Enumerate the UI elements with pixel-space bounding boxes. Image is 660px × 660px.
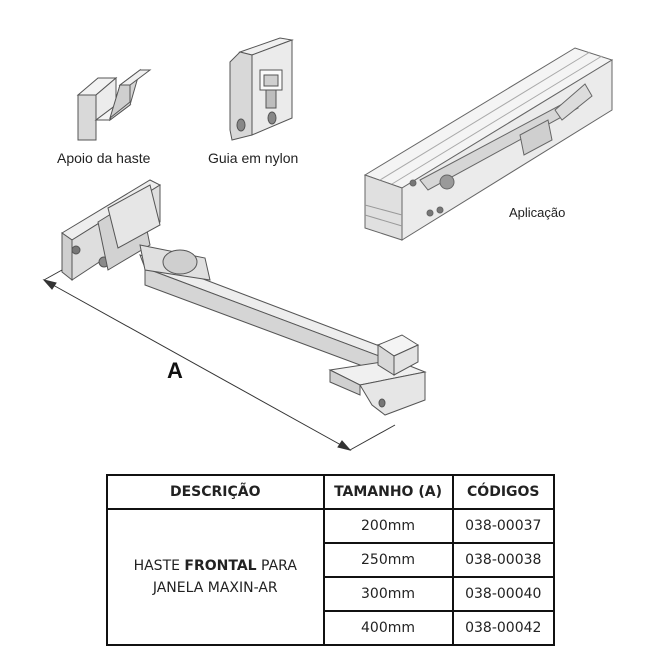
dimension-label-a: A bbox=[167, 358, 183, 383]
table-row: 250mm 038-00038 bbox=[107, 542, 556, 578]
description-cell: HASTE FRONTAL PARA JANELA MAXIN-AR bbox=[106, 508, 325, 646]
header-tamanho: TAMANHO (A) bbox=[322, 474, 454, 510]
caption-guia-em-nylon: Guia em nylon bbox=[208, 150, 299, 166]
description-prefix: HASTE bbox=[133, 558, 185, 574]
size-cell: 250mm bbox=[322, 542, 454, 578]
size-cell: 300mm bbox=[322, 576, 454, 612]
size-cell: 200mm bbox=[322, 508, 454, 544]
description-bold: FRONTAL bbox=[184, 558, 257, 574]
aplicacao-drawing bbox=[363, 47, 614, 241]
table-row: 300mm 038-00040 bbox=[107, 576, 556, 612]
caption-aplicacao: Aplicação bbox=[509, 205, 566, 220]
table-header-row: DESCRIÇÃO TAMANHO (A) CÓDIGOS bbox=[106, 474, 556, 510]
caption-apoio-da-haste: Apoio da haste bbox=[57, 150, 151, 166]
code-cell: 038-00037 bbox=[451, 508, 556, 544]
header-codigos: CÓDIGOS bbox=[451, 474, 556, 510]
product-illustrations bbox=[42, 37, 614, 451]
description-line2: JANELA MAXIN-AR bbox=[152, 580, 278, 596]
dimension-line-a bbox=[42, 269, 396, 451]
header-descricao: DESCRIÇÃO bbox=[106, 474, 325, 510]
haste-drawing bbox=[61, 179, 427, 416]
code-cell: 038-00042 bbox=[451, 610, 556, 646]
code-cell: 038-00040 bbox=[451, 576, 556, 612]
apoio-da-haste-drawing bbox=[76, 68, 152, 141]
guia-em-nylon-drawing bbox=[229, 37, 294, 141]
table-row: 400mm 038-00042 bbox=[107, 610, 556, 646]
size-cell: 400mm bbox=[322, 610, 454, 646]
product-spec-table: DESCRIÇÃO TAMANHO (A) CÓDIGOS HASTE FRON… bbox=[106, 474, 556, 646]
code-cell: 038-00038 bbox=[451, 542, 556, 578]
description-suffix: PARA bbox=[256, 558, 297, 574]
table-row: HASTE FRONTAL PARA JANELA MAXIN-AR 200mm… bbox=[106, 508, 556, 646]
